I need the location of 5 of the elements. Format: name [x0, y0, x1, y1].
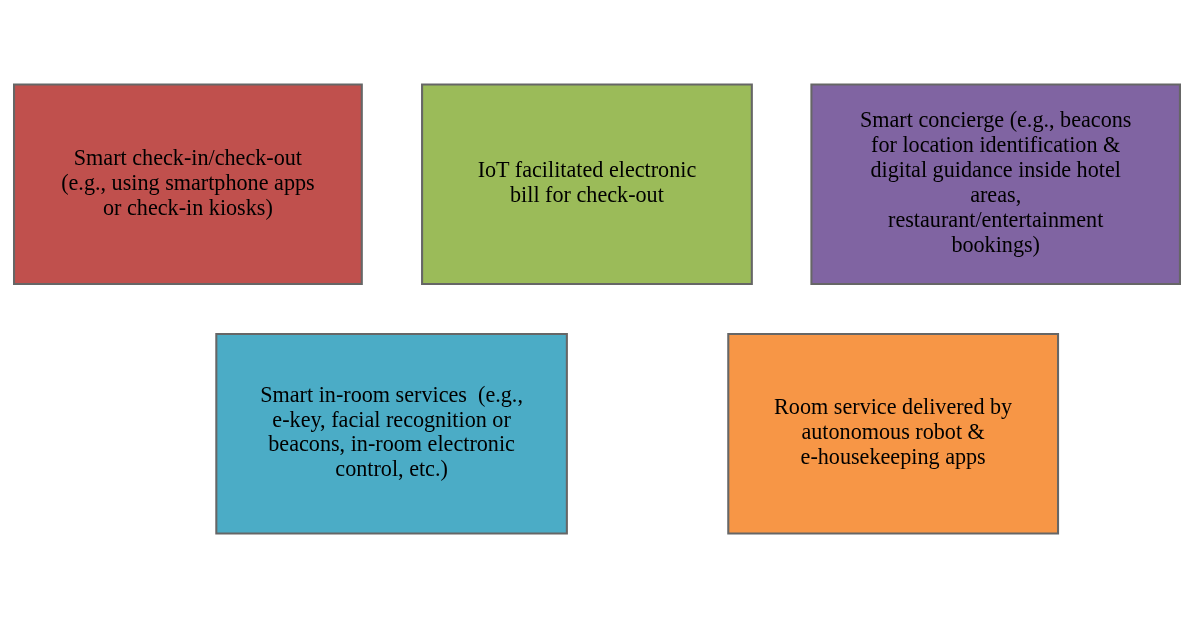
node-box: Room service delivered by autonomous robot & e-housekeeping apps — [727, 332, 1060, 534]
node-box: Smart check-in/check-out (e.g., using smartphone apps or check-in kiosks) — [13, 83, 363, 285]
node-box: Smart concierge (e.g., beacons for location identification & digital guidance inside hotel areas, restaurant/entertainment bookings) — [810, 83, 1181, 285]
node-box: IoT facilitated electronic bill for check-out — [421, 83, 753, 285]
node-box: Smart in-room services (e.g., e-key, facial recognition or beacons, in-room electronic control, etc.) — [215, 332, 568, 534]
